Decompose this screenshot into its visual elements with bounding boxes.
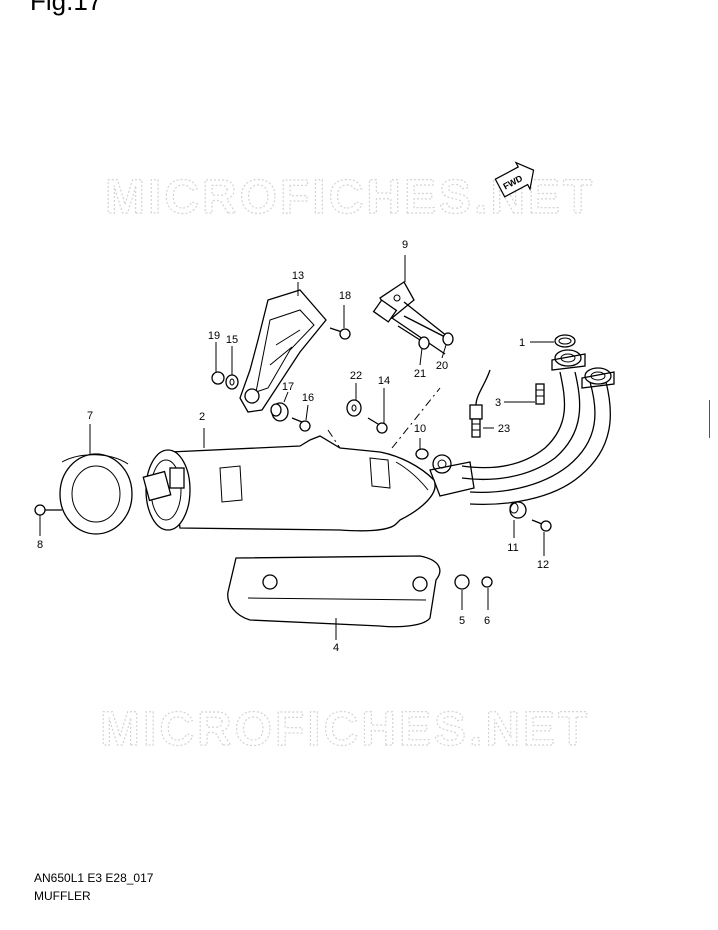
nut-19: [211, 342, 225, 385]
callout-8: 8: [37, 539, 43, 551]
bolt-14: [367, 388, 388, 434]
footer-code: AN650L1 E3 E28_017: [34, 871, 154, 885]
cushion-11: [509, 501, 527, 538]
muffler-body: [142, 428, 436, 532]
callout-6: 6: [484, 615, 490, 627]
callout-7: 7: [87, 410, 93, 422]
callout-1: 1: [519, 337, 525, 349]
end-cap: [59, 424, 133, 535]
callout-17: 17: [282, 381, 294, 393]
cushion-17: [270, 391, 289, 422]
end-cap-bolt: [34, 504, 62, 536]
callout-9: 9: [402, 239, 408, 251]
muffler-bracket: [239, 282, 327, 413]
pipe-bolt: [415, 438, 429, 460]
oxygen-sensor: [469, 369, 494, 438]
page-edge-mark: [709, 400, 710, 438]
callout-16: 16: [302, 392, 314, 404]
washer-15: [225, 346, 239, 390]
callout-19: 19: [208, 330, 220, 342]
footer-caption: MUFFLER: [34, 889, 91, 903]
exhaust-pipe: [429, 349, 615, 505]
callout-18: 18: [339, 290, 351, 302]
callout-14: 14: [378, 375, 390, 387]
callout-4: 4: [333, 642, 339, 654]
gasket-ring: [530, 334, 576, 348]
bolt-12: [531, 519, 552, 556]
callout-21: 21: [414, 368, 426, 380]
callout-3: 3: [495, 397, 501, 409]
callout-10: 10: [414, 423, 426, 435]
figure-title: Fig.17: [30, 0, 103, 16]
callout-22: 22: [350, 370, 362, 382]
callout-23: 23: [498, 423, 510, 435]
callout-13: 13: [292, 270, 304, 282]
exhaust-stud-bolt: [504, 383, 545, 405]
bracket: [372, 255, 453, 355]
callout-12: 12: [537, 559, 549, 571]
bolt-21: [397, 325, 430, 366]
bolt-20: [403, 315, 454, 359]
callout-20: 20: [436, 360, 448, 372]
muffler-cover: [227, 555, 441, 640]
fwd-arrow-icon: FWD: [494, 161, 535, 198]
callout-15: 15: [226, 334, 238, 346]
callout-5: 5: [459, 615, 465, 627]
bolt-6: [481, 576, 493, 610]
callout-11: 11: [507, 542, 518, 554]
nut-5: [454, 574, 470, 610]
washer-22: [346, 383, 362, 417]
bolt-16: [291, 404, 311, 432]
callout-2: 2: [199, 411, 205, 423]
watermark-bottom: MICROFICHES.NET: [100, 703, 590, 756]
bolt-18: [329, 305, 351, 340]
